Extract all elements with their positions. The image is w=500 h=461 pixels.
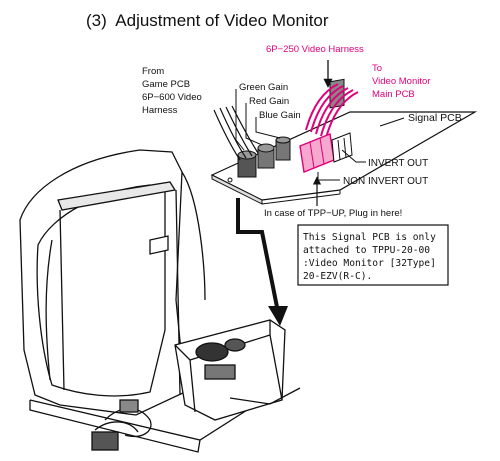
note-box: [297, 224, 449, 286]
to-label-line2: Video Monitor: [372, 76, 430, 87]
to-label-line1: To: [372, 63, 382, 74]
magenta-label-group: 6P−250 Video Harness To Video Monitor Ma…: [266, 44, 430, 100]
gain-leader-lines: [235, 89, 281, 151]
gain-potentiometers: [213, 105, 291, 178]
from-label-line2: Game PCB: [142, 79, 190, 90]
invert-out-label: INVERT OUT: [368, 158, 428, 169]
green-gain-label: Green Gain: [239, 82, 288, 93]
red-gain-label: Red Gain: [249, 96, 289, 107]
from-label-line3: 6P−600 Video: [142, 92, 202, 103]
note-line4: 20-EZV(R-C).: [303, 271, 372, 282]
to-label-line3: Main PCB: [372, 89, 415, 100]
diagram-title: (3) Adjustment of Video Monitor: [86, 11, 329, 30]
note-line3: :Video Monitor [32Type]: [303, 258, 436, 269]
signal-pcb-label: Signal PCB: [408, 112, 462, 124]
harness-250-label: 6P−250 Video Harness: [266, 44, 364, 55]
video-monitor-illustration: [19, 149, 301, 453]
from-label-line1: From: [142, 66, 164, 77]
blue-gain-label: Blue Gain: [259, 110, 301, 121]
tpp-up-label: In case of TPP−UP, Plug in here!: [264, 208, 402, 219]
non-invert-out-label: NON INVERT OUT: [343, 176, 428, 187]
assembly-pointer-arrow: [236, 198, 280, 313]
from-label-line4: Harness: [142, 105, 178, 116]
note-line2: attached to TPPU-20-00: [303, 245, 430, 256]
harness-6p250: [299, 83, 359, 173]
note-line1: This Signal PCB is only: [303, 232, 436, 243]
label-group: From Game PCB 6P−600 Video Harness Green…: [142, 66, 462, 219]
note-text-group: This Signal PCB is only attached to TPPU…: [303, 232, 436, 282]
